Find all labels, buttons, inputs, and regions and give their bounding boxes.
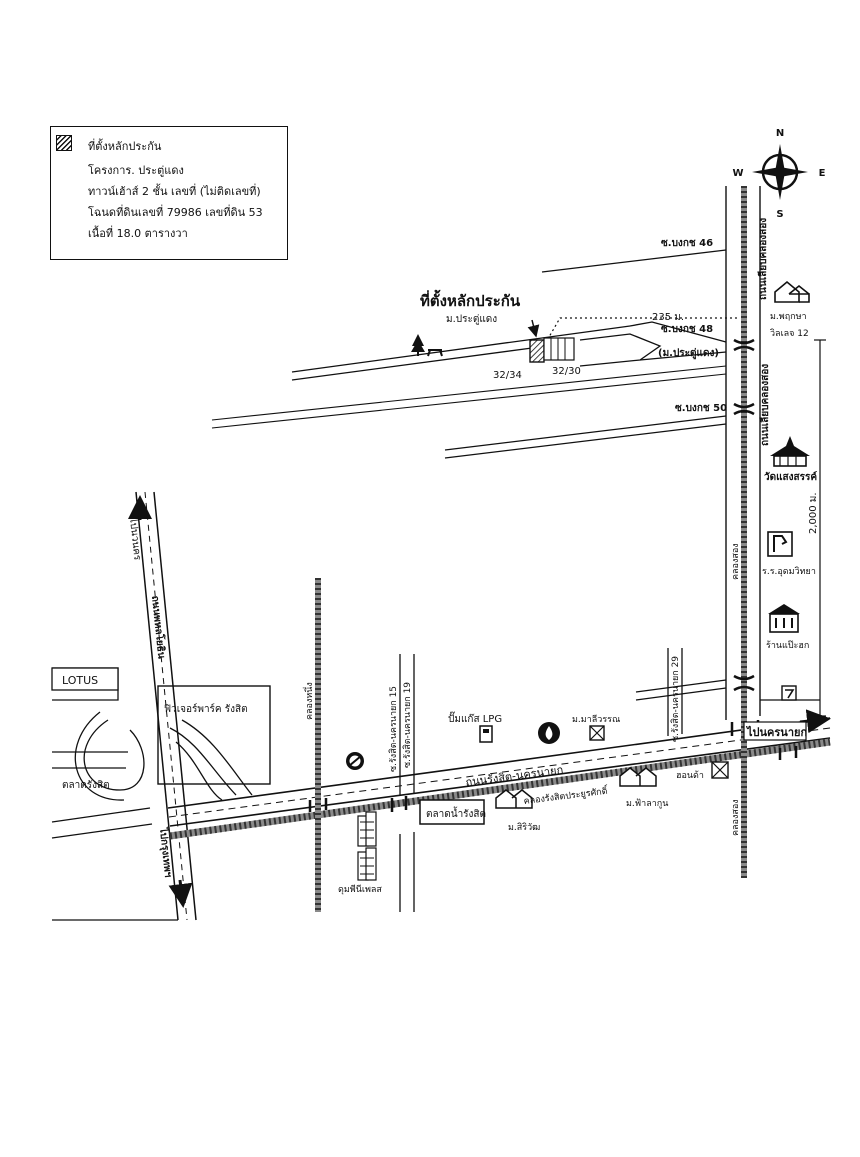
gas-station-icon: [346, 752, 364, 770]
condo-label: ดุมพีนีเพลส: [338, 884, 382, 895]
shop-icon: [768, 604, 800, 633]
lotus-label: LOTUS: [62, 674, 98, 687]
floating-market-box: [419, 799, 485, 825]
soi-29-label: ซ.รังสิต-นครนายก 29: [670, 656, 681, 742]
distance-2000: 2,000 ม.: [808, 492, 819, 534]
floating-market-label: ตลาดน้ำรังสิต: [426, 806, 486, 820]
canal-1-label: คลองหนึ่ง: [302, 682, 315, 720]
arrow-to-bangkok: [168, 879, 193, 908]
property-right-no: 32/30: [552, 366, 581, 377]
future-park-label: ฟิวเจอร์พาร์ค รังสิต: [164, 703, 248, 715]
condo-icon: [357, 811, 377, 881]
property-title: ที่ตั้งหลักประกัน: [420, 289, 521, 310]
property-block: [529, 337, 575, 363]
canal-2b-label: คลองสอง: [731, 799, 741, 836]
compass-west: W: [732, 168, 743, 179]
side-sois: [399, 648, 820, 912]
canal-2-label: คลองสอง: [731, 543, 741, 580]
compass-east: E: [819, 168, 826, 179]
soi-46-label: ซ.บงกช 46: [661, 238, 713, 249]
fa-label: ม.ฟ้าลากูน: [626, 798, 668, 809]
soi-48-village-label: (ม.ประตู่แดง): [658, 347, 719, 360]
compass-south: S: [776, 209, 783, 220]
compass-north: N: [776, 128, 784, 139]
legend-area: เนื้อที่ 18.0 ตารางวา: [88, 227, 188, 240]
wat-label: วัดแสงสรรค์: [764, 471, 817, 483]
canal-road-upper-label: ถนนเลียบคลองสอง: [757, 218, 769, 300]
legend-deed: โฉนดที่ดินเลขที่ 79986 เลขที่ดิน 53: [88, 206, 263, 219]
honda-label: ฮอนด้า: [676, 770, 704, 781]
to-nakhon-label: ไปนวนคร: [127, 516, 144, 561]
compass-rose: [752, 144, 808, 200]
pruksa-label: ม.พฤกษา: [770, 312, 807, 322]
mail-icon-honda: [711, 761, 729, 779]
hatch-swatch-icon: [56, 135, 72, 151]
soi-48-label: ซ.บงกช 48: [661, 324, 713, 335]
seven-eleven-icon: [781, 685, 797, 701]
legend-title: ที่ตั้งหลักประกัน: [88, 140, 162, 153]
interchange: [51, 667, 271, 921]
to-nakhonnayok-label: ไปนครนายก: [745, 725, 807, 739]
school-label: ร.ร.อุดมวิทยา: [762, 566, 816, 577]
temple-icon: [770, 436, 810, 467]
rangsit-nakhonnayok-road: [167, 717, 831, 827]
house-icon-sirawat: [495, 789, 533, 809]
lpg-label: ปั๊มแก๊ส LPG: [448, 711, 502, 725]
canal-2-road: [725, 186, 761, 720]
mail-icon-mali: [589, 725, 605, 741]
soi-19-label: ซ.รังสิต-นครนายก 19: [402, 682, 413, 768]
legend-unit: ทาวน์เฮ้าส์ 2 ชั้น เลขที่ (ไม่ติดเลขที่): [88, 185, 261, 198]
distance-235: 235 ม.: [652, 312, 684, 323]
phahonyothin-road: [135, 491, 197, 921]
house-icon-pruksa: [774, 280, 810, 303]
property-village: ม.ประตู่แดง: [446, 314, 497, 325]
sirawat-label: ม.สิริวัฒ: [508, 822, 540, 833]
legend-box: ที่ตั้งหลักประกัน โครงการ. ประตู่แดง ทาว…: [50, 126, 288, 260]
distance-2000-bracket: [814, 339, 826, 717]
tree-icon: [411, 334, 443, 357]
shop-label: ร้านแป๊ะฮก: [766, 640, 809, 651]
property-pointer: [527, 319, 540, 338]
mali-label: ม.มาลีวรรณ: [572, 714, 620, 725]
rangsit-market-label: ตลาดรังสิต: [62, 780, 110, 791]
property-left-no: 32/34: [493, 370, 522, 381]
school-icon: [767, 531, 793, 557]
bridges: [308, 338, 798, 812]
future-park-block: [157, 685, 271, 785]
legend-project: โครงการ. ประตู่แดง: [88, 164, 184, 177]
pruksa2-label: วิลเลจ 12: [770, 328, 809, 339]
lotus-box: [51, 667, 119, 691]
soi-50-label: ซ.บงกช 50: [675, 403, 727, 414]
to-nakhonnayok-box: [743, 721, 807, 741]
upper-sois: [211, 249, 727, 459]
distance-235-line: [544, 317, 740, 345]
canal-road-mid-label: ถนนเลียบคลองสอง: [759, 364, 771, 446]
fuel-drop-icon: [538, 722, 560, 744]
lpg-pump-icon: [479, 725, 493, 743]
house-icon-fa: [619, 767, 657, 787]
soi-15-label: ซ.รังสิต-นครนายก 15: [388, 686, 399, 772]
